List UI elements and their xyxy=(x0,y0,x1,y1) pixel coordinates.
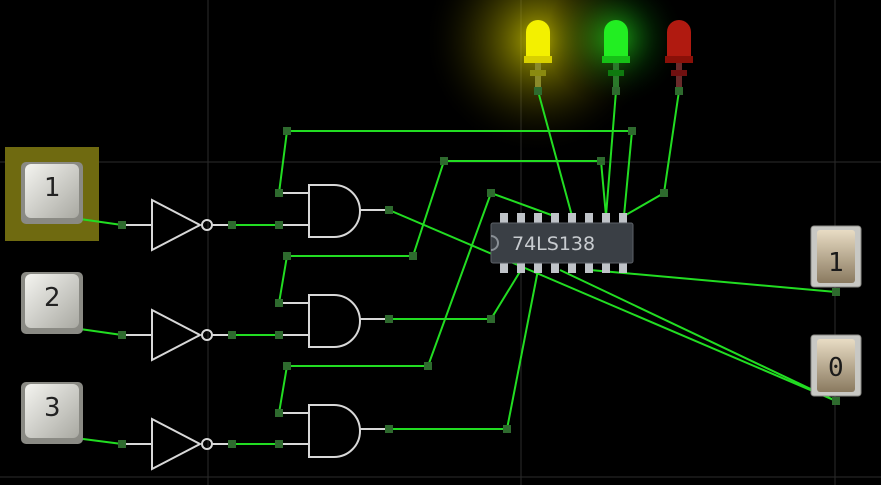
key-button-2[interactable]: 2 xyxy=(21,272,83,334)
toggle-switch-1[interactable]: 1 xyxy=(810,225,862,288)
led-green[interactable] xyxy=(602,20,630,87)
chip-74ls138[interactable]: 74LS138 xyxy=(490,213,634,273)
and-gate-2[interactable] xyxy=(283,294,385,348)
key-button-1[interactable]: 1 xyxy=(21,162,83,224)
switch-label-1: 1 xyxy=(828,248,844,278)
wire-pins xyxy=(118,87,840,448)
not-gate-1[interactable] xyxy=(126,198,228,252)
toggle-switch-2[interactable]: 0 xyxy=(810,334,862,397)
and-gate-3[interactable] xyxy=(283,404,385,458)
and-gate-1[interactable] xyxy=(283,184,385,238)
chip-label: 74LS138 xyxy=(512,233,595,255)
key-label-3: 3 xyxy=(44,393,61,423)
switch-label-2: 0 xyxy=(828,353,844,383)
not-gate-3[interactable] xyxy=(126,417,228,471)
key-label-2: 2 xyxy=(44,283,61,313)
key-label-1: 1 xyxy=(44,173,61,203)
led-red[interactable] xyxy=(665,20,693,87)
key-button-3[interactable]: 3 xyxy=(21,382,83,444)
wires xyxy=(51,90,837,445)
not-gate-2[interactable] xyxy=(126,308,228,362)
led-yellow[interactable] xyxy=(524,20,552,87)
